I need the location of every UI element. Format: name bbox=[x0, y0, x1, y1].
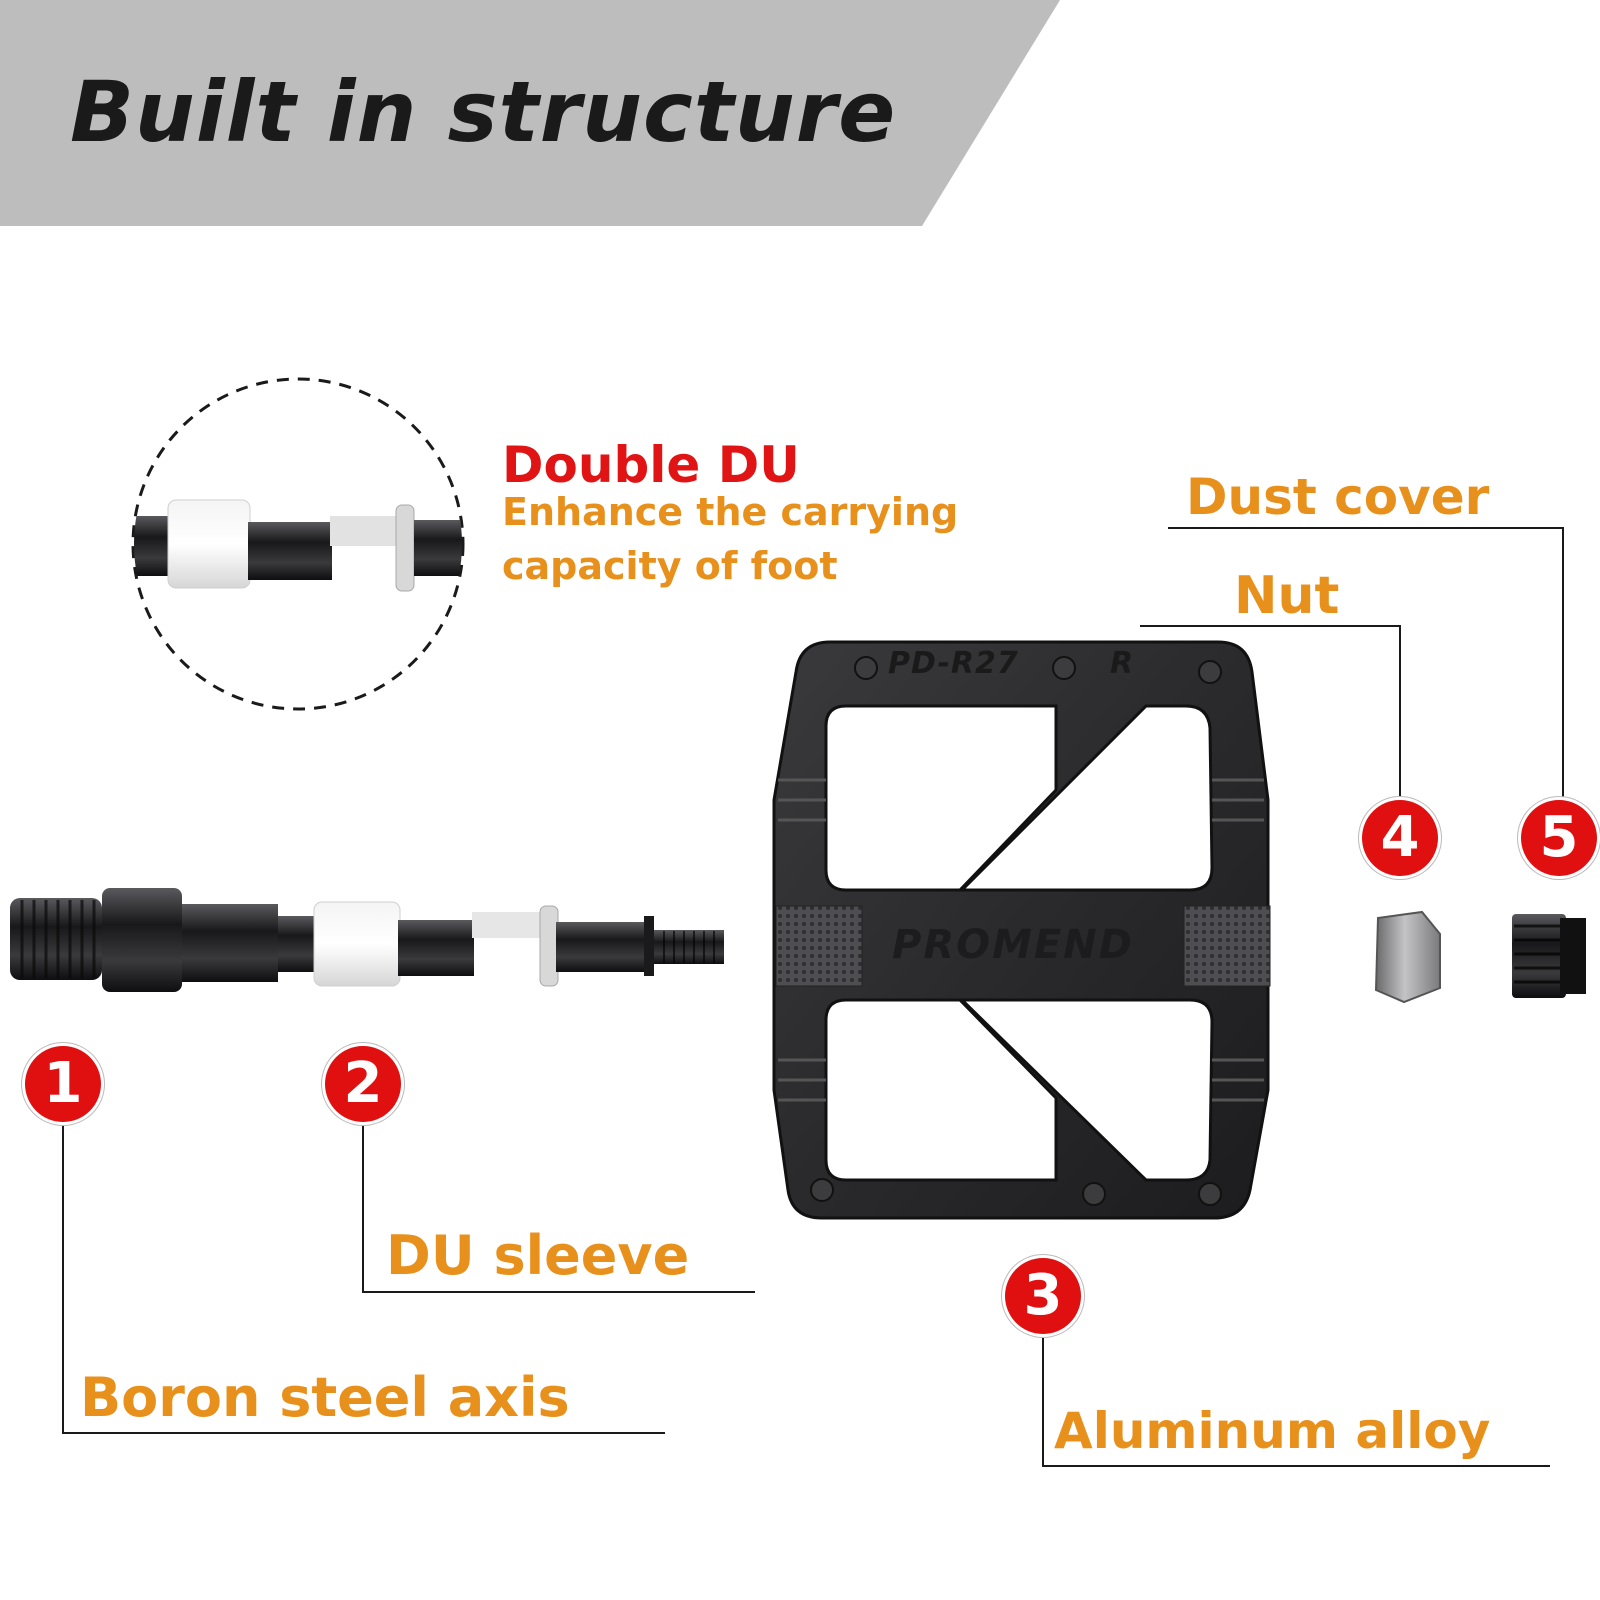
part-number-badge-1: 1 bbox=[25, 1046, 101, 1122]
boron-steel-axis-part bbox=[10, 888, 316, 992]
callout-line-2: capacity of foot bbox=[502, 544, 838, 588]
part-label-nut: Nut bbox=[1234, 566, 1340, 626]
pedal-body-part bbox=[772, 640, 1271, 1220]
pedal-side-marking: R bbox=[1110, 646, 1134, 681]
part-number-badge-5: 5 bbox=[1521, 800, 1597, 876]
part-label-aluminum-alloy: Aluminum alloy bbox=[1054, 1402, 1491, 1460]
pedal-brand-marking: PROMEND bbox=[892, 922, 1134, 968]
double-du-callout-circle bbox=[131, 377, 465, 711]
part-number-badge-2: 2 bbox=[325, 1046, 401, 1122]
nut-part bbox=[1374, 910, 1441, 1004]
part-label-dust-cover: Dust cover bbox=[1186, 468, 1490, 526]
leader-line-1 bbox=[62, 1122, 665, 1434]
part-number-badge-4: 4 bbox=[1362, 800, 1438, 876]
dust-cover-part bbox=[1512, 914, 1586, 998]
part-label-boron-steel-axis: Boron steel axis bbox=[80, 1366, 570, 1429]
part-label-du-sleeve: DU sleeve bbox=[386, 1224, 690, 1287]
callout-line-1: Enhance the carrying bbox=[502, 490, 959, 534]
part-number-badge-3: 3 bbox=[1005, 1258, 1081, 1334]
leader-line-3 bbox=[1042, 1334, 1550, 1467]
page-title: Built in structure bbox=[70, 63, 897, 161]
du-sleeve-part bbox=[313, 901, 724, 987]
leader-line-5 bbox=[1168, 527, 1564, 800]
pedal-model-marking: PD-R27 bbox=[888, 646, 1019, 681]
callout-heading: Double DU bbox=[502, 436, 800, 494]
leader-line-4 bbox=[1140, 625, 1401, 800]
leader-line-2 bbox=[362, 1122, 755, 1293]
title-banner bbox=[0, 0, 1060, 226]
